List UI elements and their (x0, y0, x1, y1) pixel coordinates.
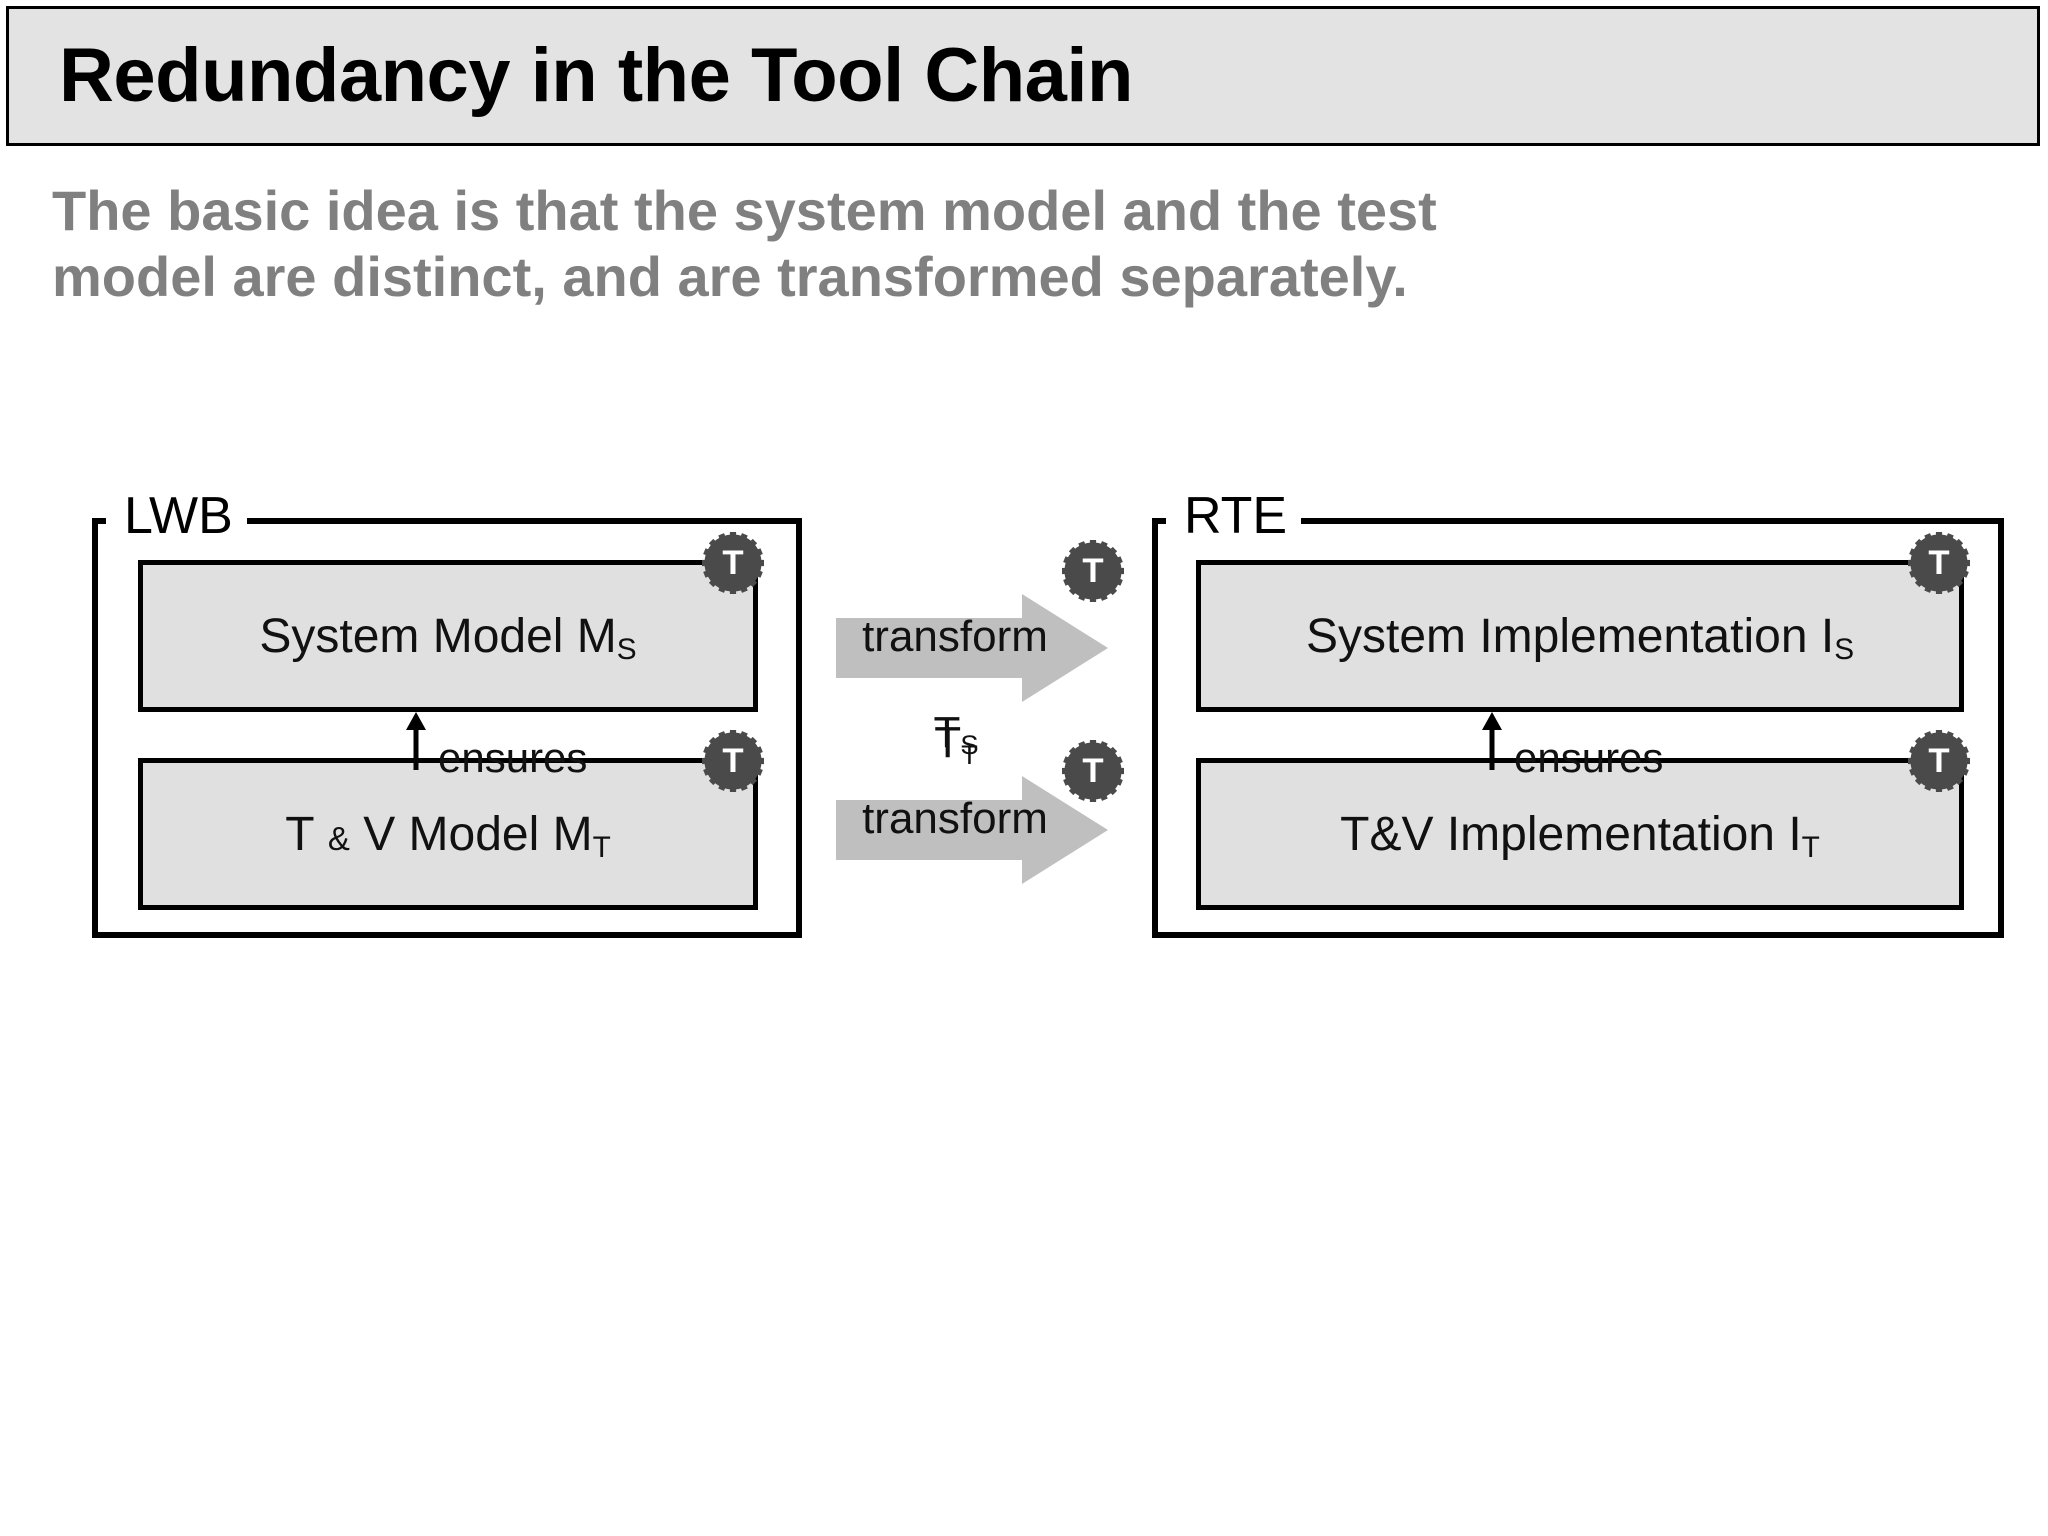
block-arrow-right-icon (836, 594, 1108, 702)
node-system-implementation: System Implementation IS (1196, 560, 1964, 712)
svg-text:T: T (1928, 544, 1949, 582)
gear-icon: T (1062, 540, 1124, 602)
node-system-implementation-label: System Implementation IS (1305, 609, 1855, 667)
relation-ensures-left-label: ensures (438, 734, 588, 781)
node-tv-model: T & V Model MT (138, 758, 758, 910)
svg-text:T: T (1082, 552, 1103, 590)
gear-icon: T (1062, 740, 1124, 802)
arrow-up-icon (406, 712, 426, 770)
svg-text:T: T (722, 742, 743, 780)
node-tv-implementation: T&V Implementation IT (1196, 758, 1964, 910)
block-arrow-right-icon (836, 776, 1108, 884)
slide-title-bar: Redundancy in the Tool Chain (6, 6, 2040, 146)
gear-icon: T (702, 730, 764, 792)
gear-icon: T (1908, 532, 1970, 594)
tool-chain-diagram: LWB System Model MS T & V Model MT ensur… (0, 440, 2048, 1000)
slide-subtitle: The basic idea is that the system model … (52, 178, 1902, 310)
arrow-up-icon (1482, 712, 1502, 770)
subtitle-line-1: The basic idea is that the system model … (52, 179, 1437, 242)
tool-group-rte (1152, 518, 2004, 938)
transform-arrow-system-sublabel: TS (933, 708, 979, 761)
node-system-model-label: System Model MS (259, 609, 637, 667)
tool-group-lwb (92, 518, 802, 938)
gear-icon: T (1908, 730, 1970, 792)
transform-arrow-tv-label: transform (862, 794, 1048, 843)
svg-text:T: T (1082, 752, 1103, 790)
tool-group-lwb-label: LWB (106, 488, 247, 544)
node-tv-implementation-label: T&V Implementation IT (1340, 807, 1820, 865)
page-title: Redundancy in the Tool Chain (59, 33, 1133, 118)
svg-text:T: T (1928, 742, 1949, 780)
transform-arrow-system-label: transform (862, 612, 1048, 661)
transform-arrow-tv-sublabel: TT (934, 718, 978, 771)
node-system-model: System Model MS (138, 560, 758, 712)
subtitle-line-2: model are distinct, and are transformed … (52, 245, 1408, 309)
relation-ensures-right-label: ensures (1514, 734, 1664, 781)
svg-text:T: T (722, 544, 743, 582)
gear-icon: T (702, 532, 764, 594)
tool-group-rte-label: RTE (1166, 488, 1302, 544)
node-tv-model-label: T & V Model MT (285, 807, 611, 865)
